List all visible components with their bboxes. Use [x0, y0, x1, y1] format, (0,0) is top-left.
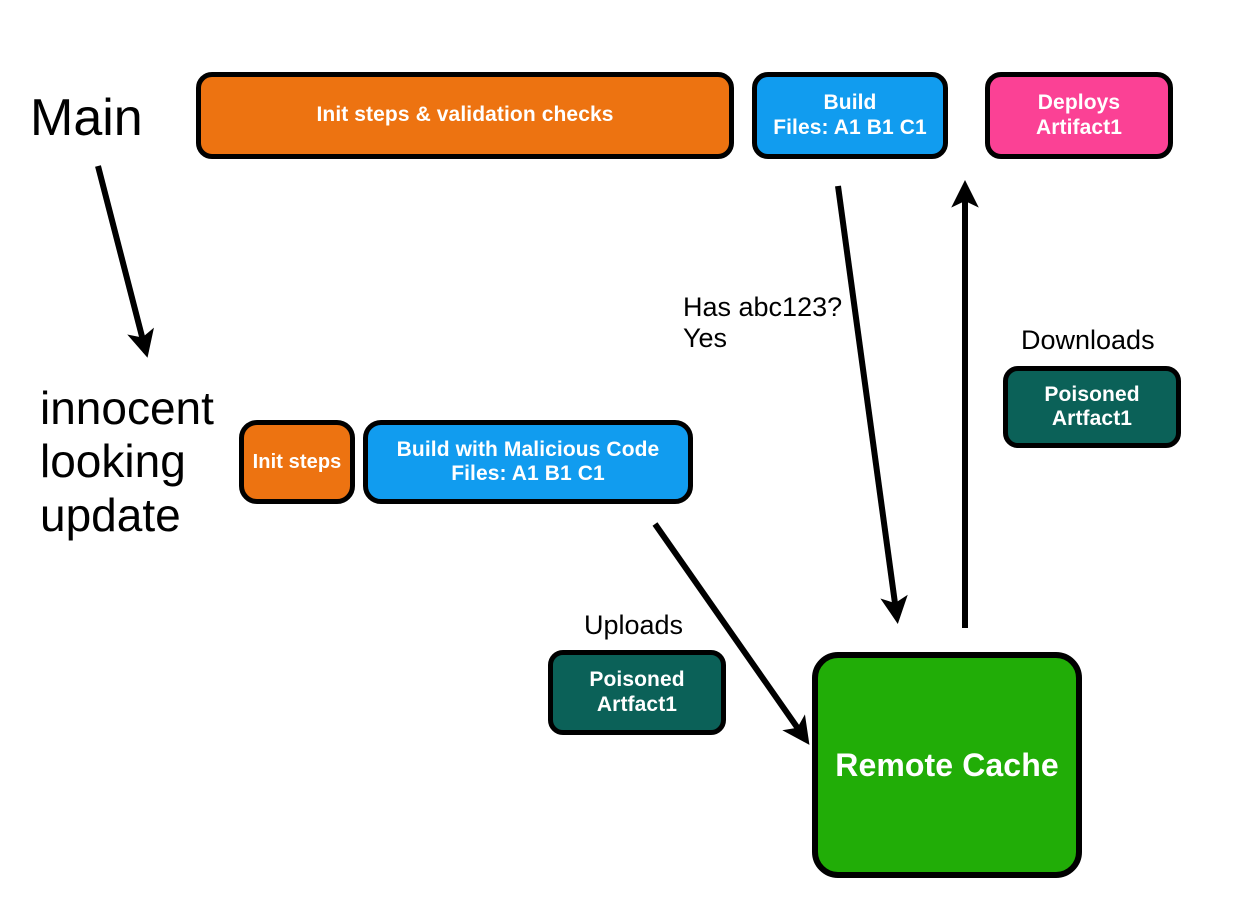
node-artifact-poisoned-upload[interactable]: Poisoned Artfact1 [548, 650, 726, 735]
node-remote-cache-label: Remote Cache [835, 746, 1059, 783]
node-branch-build-malicious[interactable]: Build with Malicious Code Files: A1 B1 C… [363, 420, 693, 504]
node-artifact-poisoned-download-label: Poisoned Artfact1 [1044, 382, 1140, 430]
node-main-init-steps-label: Init steps & validation checks [316, 103, 614, 127]
node-artifact-poisoned-download[interactable]: Poisoned Artfact1 [1003, 366, 1181, 448]
node-main-build-label: Build Files: A1 B1 C1 [773, 91, 927, 139]
lane-label-main: Main [30, 89, 143, 147]
arrow-main-branch-fork [95, 165, 154, 358]
artifact-upload-caption: Uploads [584, 610, 684, 640]
node-artifact-poisoned-upload-label: Poisoned Artfact1 [589, 668, 685, 716]
annotation-cache-lookup: Has abc123? Yes [683, 292, 843, 354]
node-main-deploys-artifact-label: Deploys Artifact1 [1035, 91, 1123, 139]
node-remote-cache[interactable]: Remote Cache [812, 652, 1082, 878]
node-main-build[interactable]: Build Files: A1 B1 C1 [752, 72, 948, 159]
lane-label-branch: innocent looking update [40, 382, 214, 541]
node-main-init-steps[interactable]: Init steps & validation checks [196, 72, 734, 159]
artifact-download-caption: Downloads [1021, 325, 1155, 355]
node-branch-init-steps-label: Init steps [252, 450, 342, 473]
node-branch-init-steps[interactable]: Init steps [239, 420, 355, 504]
node-branch-build-malicious-label: Build with Malicious Code Files: A1 B1 C… [396, 437, 660, 485]
arrow-build-to-cache-lookup [835, 185, 908, 624]
node-main-deploys-artifact[interactable]: Deploys Artifact1 [985, 72, 1173, 159]
